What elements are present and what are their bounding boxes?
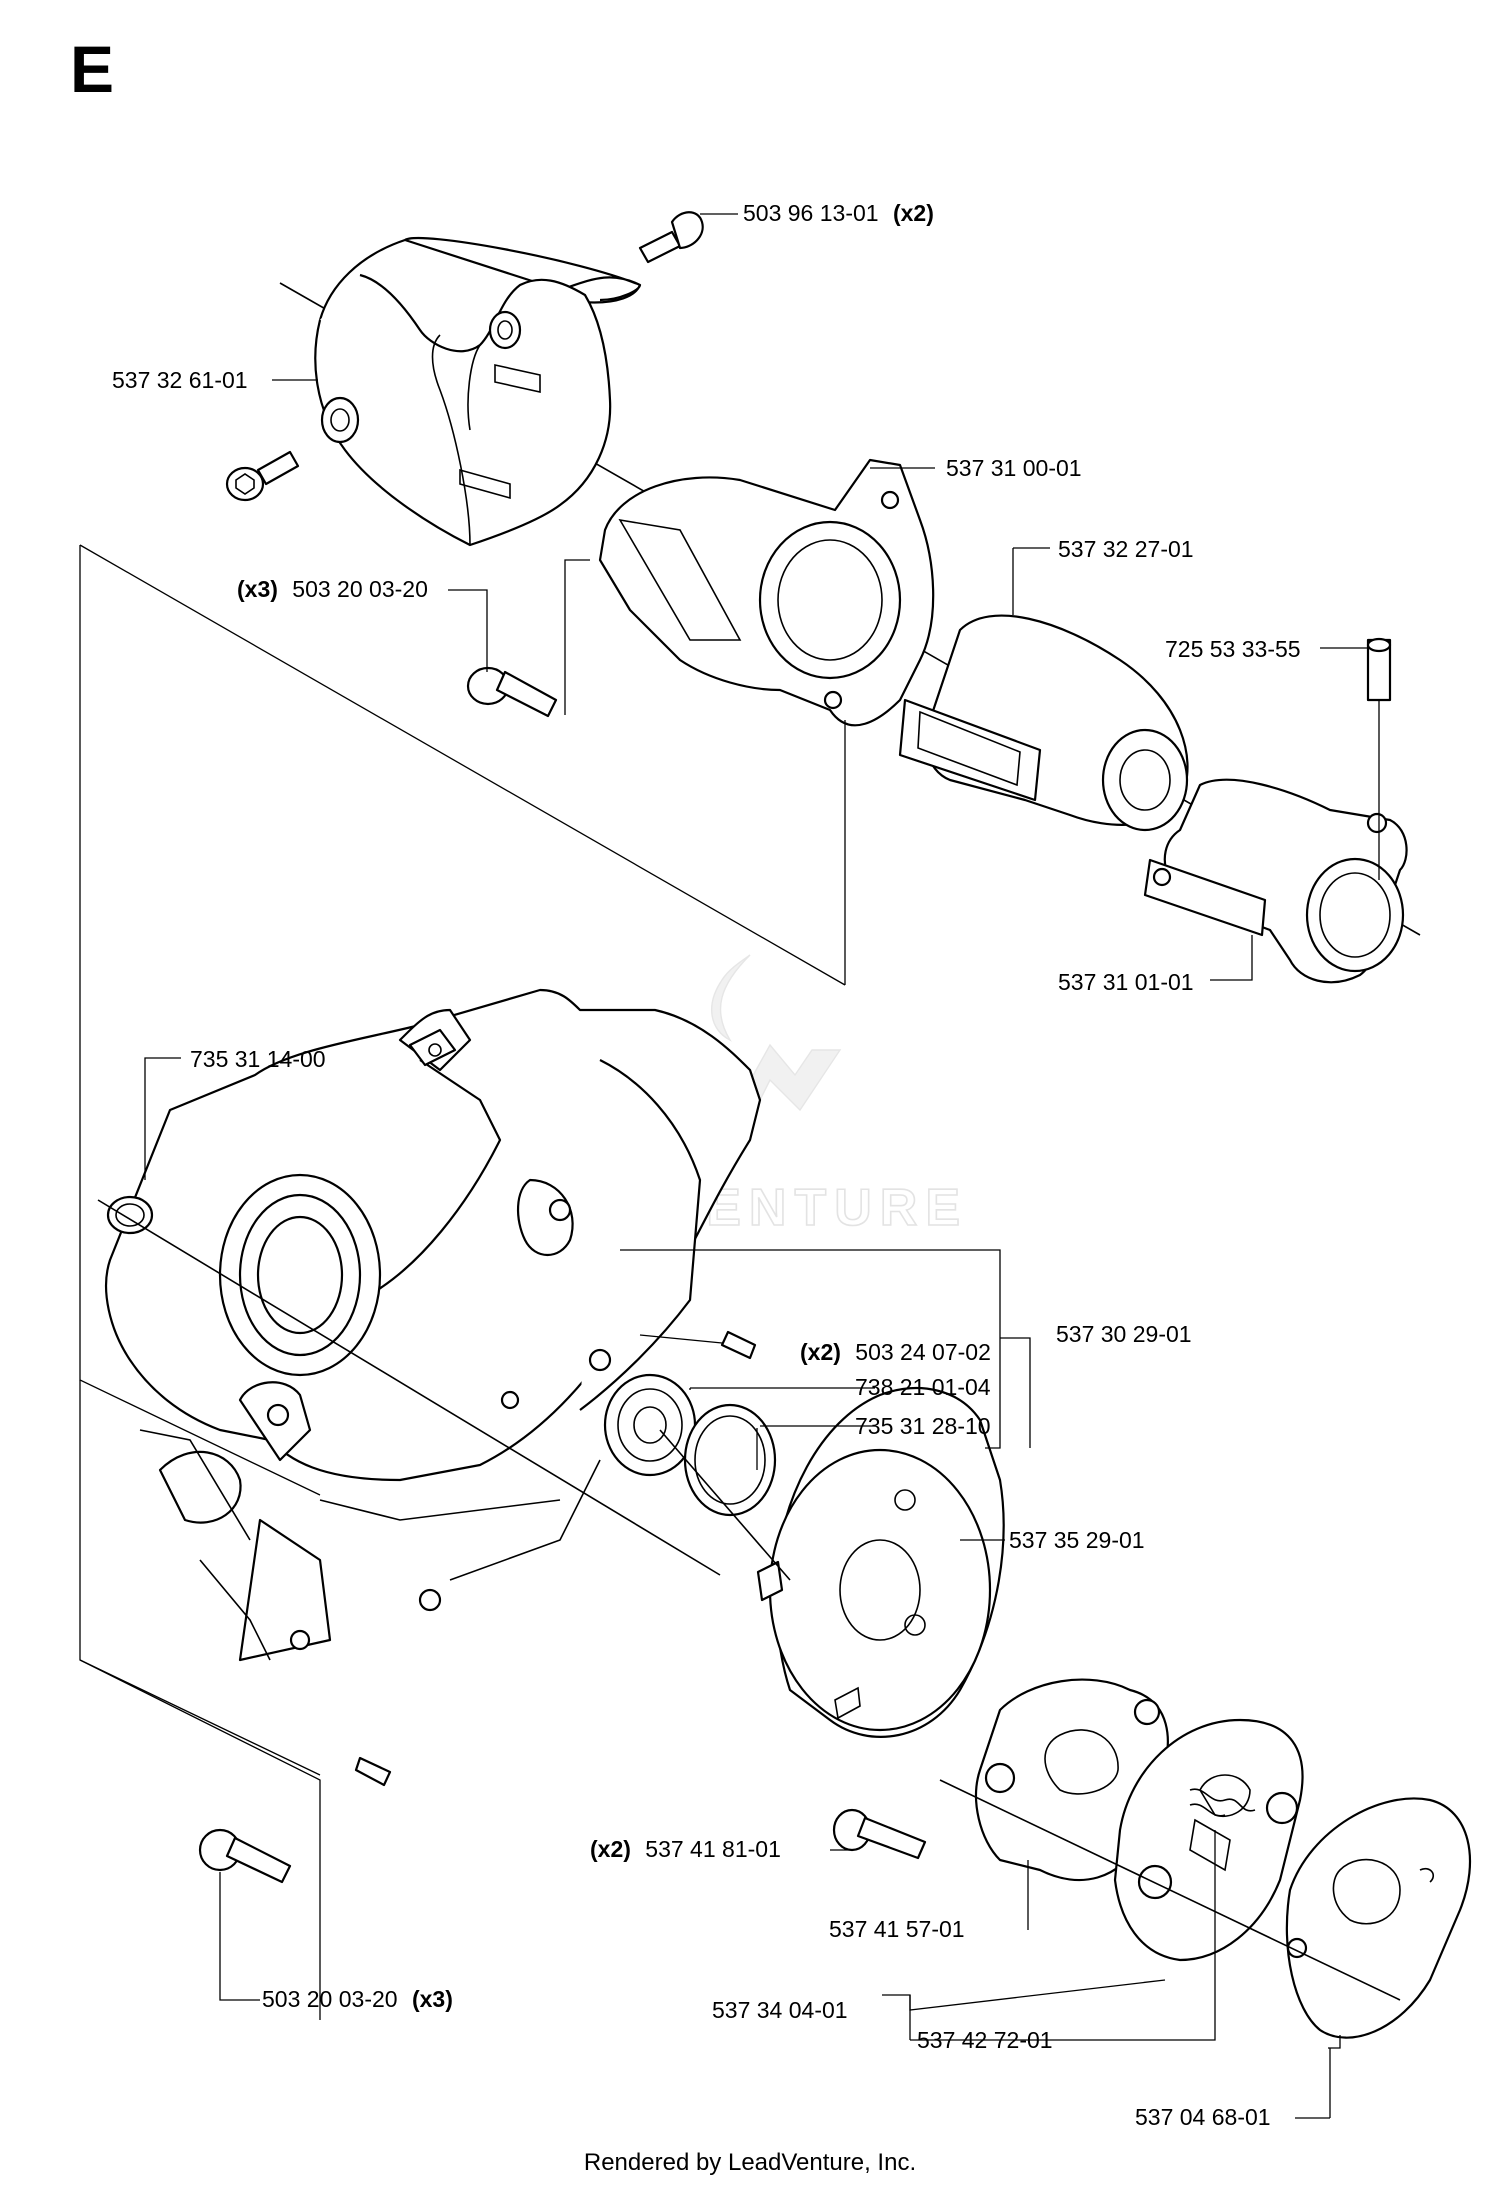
label-503240702: (x2) 503 24 07-02 xyxy=(800,1339,991,1365)
label-537340401: 537 34 04-01 xyxy=(712,1997,848,2023)
retaining-ring-735312810 xyxy=(683,1403,777,1517)
screw-537418101 xyxy=(832,1808,927,1860)
label-537310001: 537 31 00-01 xyxy=(946,455,1082,481)
dowel-pin-503240702 xyxy=(720,1330,757,1360)
label-503200320-bottom: 503 20 03-20 (x3) xyxy=(262,1986,453,2012)
label-735312810: 735 31 28-10 xyxy=(855,1413,991,1439)
label-537310101: 537 31 01-01 xyxy=(1058,969,1194,995)
clutch-shoe-assembly-537340401 xyxy=(1113,1718,1304,1962)
quantity: (x3) xyxy=(412,1986,453,2012)
bearing-738210104 xyxy=(603,1373,697,1477)
clutch-drum-537352901 xyxy=(756,1387,1005,1738)
quantity: (x3) xyxy=(237,576,278,602)
part-number: 537 31 01-01 xyxy=(1058,969,1194,995)
crankcase-part xyxy=(104,988,762,1662)
part-number: 537 31 00-01 xyxy=(946,455,1082,481)
part-number: 537 42 72-01 xyxy=(917,2027,1053,2053)
part-number: 738 21 01-04 xyxy=(855,1374,991,1400)
part-number: 503 24 07-02 xyxy=(855,1339,991,1365)
cover-screw-left xyxy=(225,450,300,502)
leader-lines-bottom xyxy=(79,1057,1341,2049)
section-letter: E xyxy=(70,32,114,106)
leader-lines-top xyxy=(79,213,1380,1290)
label-537302901: 537 30 29-01 xyxy=(1056,1321,1192,1347)
dowel-pin-lower xyxy=(354,1756,392,1787)
part-number: 537 34 04-01 xyxy=(712,1997,848,2023)
footer-credit: Rendered by LeadVenture, Inc. xyxy=(584,2149,916,2176)
part-number: 537 41 81-01 xyxy=(645,1836,781,1862)
part-number: 537 35 29-01 xyxy=(1009,1527,1145,1553)
plate-537046801 xyxy=(1285,1797,1472,2039)
label-537352901: 537 35 29-01 xyxy=(1009,1527,1145,1553)
shaft-clamp-part xyxy=(1143,778,1408,984)
quantity: (x2) xyxy=(800,1339,841,1365)
part-number: 537 30 29-01 xyxy=(1056,1321,1192,1347)
part-number: 537 41 57-01 xyxy=(829,1916,965,1942)
label-735311400: 735 31 14-00 xyxy=(190,1046,326,1072)
screw-503200320-bottom xyxy=(198,1828,292,1884)
quantity: (x2) xyxy=(590,1836,631,1862)
part-number: 725 53 33-55 xyxy=(1165,636,1301,662)
screw-725533355 xyxy=(1366,637,1392,702)
label-503961301: 503 96 13-01 (x2) xyxy=(743,200,934,226)
screw-503200320-top xyxy=(466,666,558,718)
quantity: (x2) xyxy=(893,200,934,226)
part-number: 735 31 14-00 xyxy=(190,1046,326,1072)
part-number: 537 04 68-01 xyxy=(1135,2104,1271,2130)
label-537427201: 537 42 72-01 xyxy=(917,2027,1053,2053)
label-503200320-top: (x3) 503 20 03-20 xyxy=(237,576,428,602)
part-number: 537 32 27-01 xyxy=(1058,536,1194,562)
bearing-housing-part xyxy=(598,458,935,727)
label-738210104: 738 21 01-04 xyxy=(855,1374,991,1400)
label-537046801: 537 04 68-01 xyxy=(1135,2104,1271,2130)
label-725533355: 725 53 33-55 xyxy=(1165,636,1301,662)
part-number: 537 32 61-01 xyxy=(112,367,248,393)
part-labels: 503 96 13-01 (x2) 537 32 61-01 537 31 00… xyxy=(112,200,1301,2130)
part-number: 503 96 13-01 xyxy=(743,200,879,226)
part-number: 503 20 03-20 xyxy=(292,576,428,602)
part-number: 503 20 03-20 xyxy=(262,1986,398,2012)
drive-shaft-housing-part xyxy=(898,614,1189,832)
screw-503961301 xyxy=(638,211,704,264)
label-537322701: 537 32 27-01 xyxy=(1058,536,1194,562)
circlip-735311400 xyxy=(106,1195,154,1235)
part-number: 735 31 28-10 xyxy=(855,1413,991,1439)
label-537418101: (x2) 537 41 81-01 xyxy=(590,1836,781,1862)
label-537415701: 537 41 57-01 xyxy=(829,1916,965,1942)
label-537326101: 537 32 61-01 xyxy=(112,367,248,393)
clutch-spring-537427201 xyxy=(1189,1788,1256,1817)
clutch-cover-part xyxy=(314,236,642,547)
